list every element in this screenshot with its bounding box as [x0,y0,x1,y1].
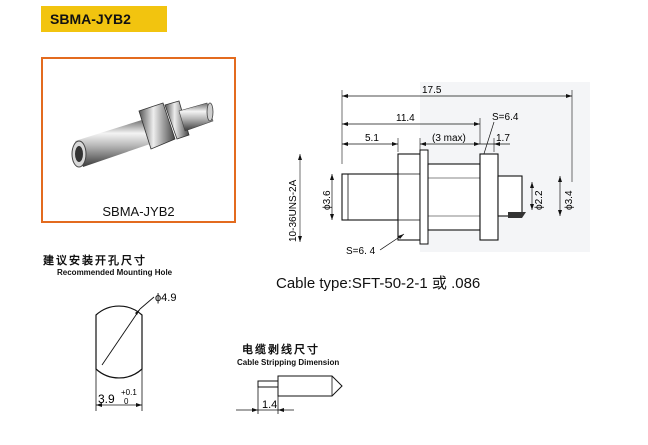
dim-diameter-3-6: ϕ3.6 [322,190,333,210]
dim-length-5-1: 5.1 [365,133,379,144]
dim-max-3: (3 max) [432,133,466,144]
cable-type-label: Cable type:SFT-50-2-1 或 .086 [276,275,481,292]
mounting-hole-width: 3.9 [98,392,115,406]
product-photo-frame: SBMA-JYB2 [41,57,236,223]
dim-diameter-2-2: ϕ2.2 [534,190,545,210]
dim-diameter-3-4: ϕ3.4 [564,190,575,210]
mounting-hole-title-en: Recommended Mounting Hole [57,268,173,277]
photo-caption: SBMA-JYB2 [102,204,175,219]
connector-photo [71,100,214,168]
dim-overall-length: 17.5 [422,85,442,96]
cable-stripping-drawing: 1.4 [236,375,343,414]
cable-stripping-title-cn: 电缆剥线尺寸 [242,344,320,356]
mounting-hole-diameter: ϕ4.9 [155,292,176,304]
cable-stripping-title-en: Cable Stripping Dimension [237,358,340,367]
dim-length-1-7: 1.7 [496,133,510,144]
mounting-hole-tolerance-lower: 0 [124,397,129,406]
dim-length-11-4: 11.4 [396,113,415,124]
dim-hex-top: S=6.4 [492,112,519,123]
product-title-badge: SBMA-JYB2 [41,6,167,32]
mounting-hole-drawing: ϕ4.9 3.9 +0.1 0 [95,292,176,411]
stripping-length: 1.4 [262,399,277,411]
dim-hex-bottom: S=6. 4 [346,246,376,257]
mounting-hole-title-cn: 建议安装开孔尺寸 [43,255,147,267]
mounting-hole-tolerance-upper: +0.1 [121,388,137,397]
pin-tip [508,212,526,218]
thread-spec: 10-36UNS-2A [288,179,299,242]
product-title: SBMA-JYB2 [50,11,131,27]
connector-dimension-drawing: 17.5 11.4 5.1 (3 max) 1.7 S=6.4 10-36UNS… [288,82,590,257]
